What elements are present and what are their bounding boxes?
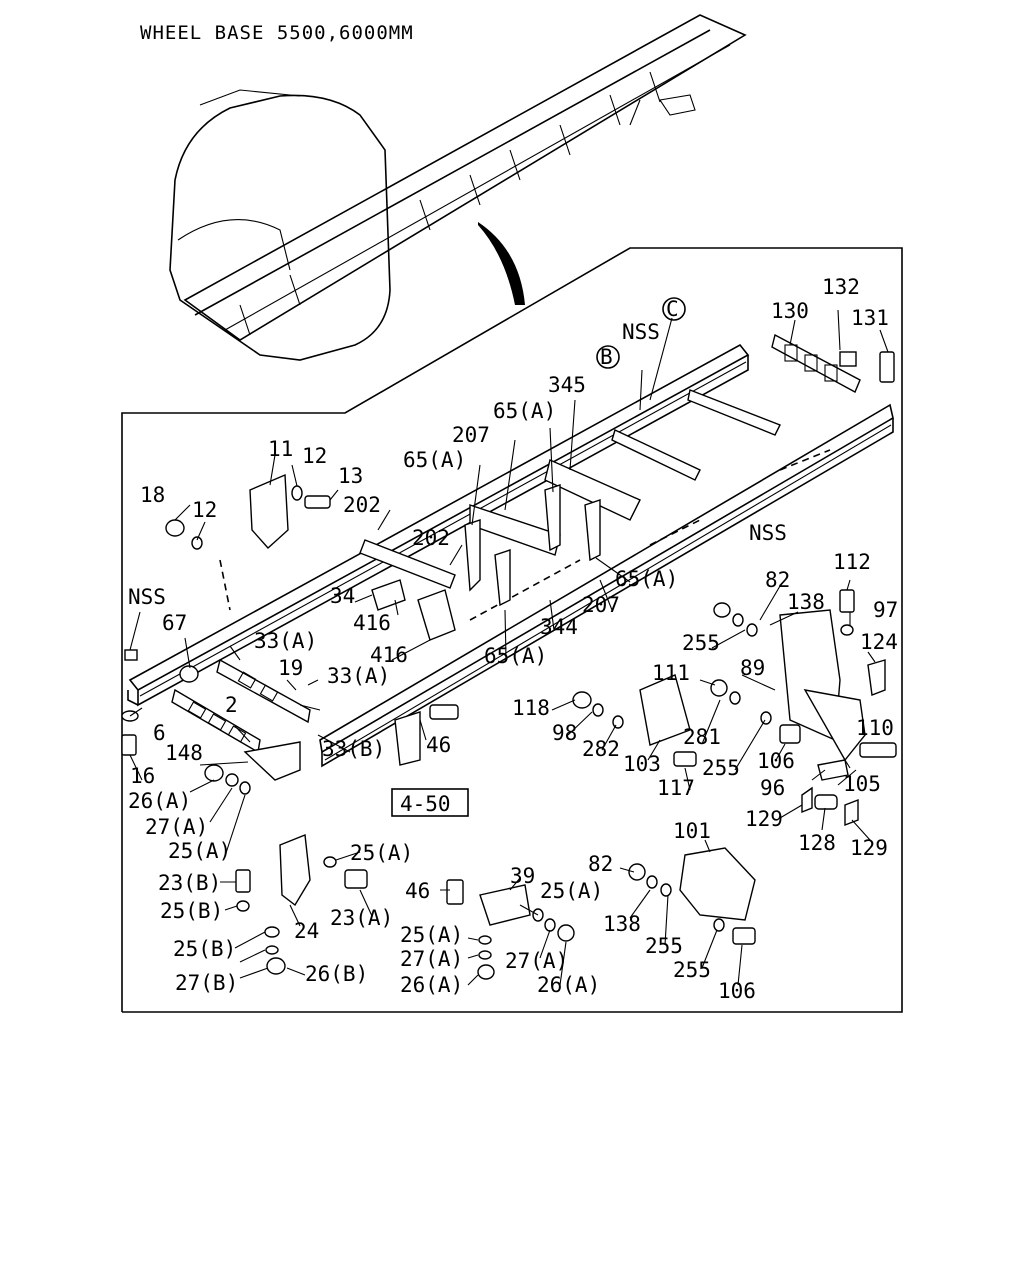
part-label: 12 xyxy=(192,498,217,522)
part-label: 26(A) xyxy=(400,973,463,997)
part-label: 23(B) xyxy=(158,871,221,895)
part-label: 26(B) xyxy=(305,962,368,986)
part-label: 65(A) xyxy=(403,448,466,472)
part-label: 129 xyxy=(850,836,888,860)
part-label: 207 xyxy=(582,593,620,617)
part-label: 24 xyxy=(294,919,319,943)
part-label: 25(B) xyxy=(173,937,236,961)
part-label: 207 xyxy=(452,423,490,447)
part-label: 23(A) xyxy=(330,906,393,930)
part-label: 130 xyxy=(771,299,809,323)
reference-box xyxy=(391,788,469,817)
part-label: 26(A) xyxy=(128,789,191,813)
part-label: NSS xyxy=(749,521,787,545)
part-label: 110 xyxy=(856,716,894,740)
part-label: 106 xyxy=(718,979,756,1003)
part-label: 103 xyxy=(623,752,661,776)
part-label: 202 xyxy=(343,493,381,517)
part-label: 27(B) xyxy=(175,971,238,995)
part-label: 39 xyxy=(510,864,535,888)
bracket-parts xyxy=(121,351,897,980)
part-label: 416 xyxy=(370,643,408,667)
part-label: 345 xyxy=(548,373,586,397)
part-label: 255 xyxy=(645,934,683,958)
part-label: 118 xyxy=(512,696,550,720)
part-label: 11 xyxy=(268,437,293,461)
part-label: 112 xyxy=(833,550,871,574)
part-label: 82 xyxy=(588,852,613,876)
part-label: 27(A) xyxy=(505,949,568,973)
part-label: 255 xyxy=(673,958,711,982)
part-label: 2 xyxy=(225,693,238,717)
part-label: 255 xyxy=(682,631,720,655)
part-label: 46 xyxy=(426,733,451,757)
page-title: WHEEL BASE 5500,6000MM xyxy=(140,22,414,44)
part-label: 67 xyxy=(162,611,187,635)
leader-lines xyxy=(129,309,889,986)
part-label: 138 xyxy=(787,590,825,614)
frame-rails xyxy=(127,343,894,768)
part-label: 33(A) xyxy=(327,664,390,688)
part-label: 416 xyxy=(353,611,391,635)
part-label: 16 xyxy=(130,764,155,788)
part-label: 98 xyxy=(552,721,577,745)
part-labels: NSS NSS NSS 130 132 131 345 65(A) 207 65… xyxy=(128,275,898,1003)
part-label: 25(A) xyxy=(400,923,463,947)
circled-labels: B C xyxy=(596,297,686,369)
part-label: 138 xyxy=(603,912,641,936)
part-label: 25(B) xyxy=(160,899,223,923)
part-label: 282 xyxy=(582,737,620,761)
part-label: 25(A) xyxy=(540,879,603,903)
part-label: 96 xyxy=(760,776,785,800)
circled-label-c: C xyxy=(666,297,679,321)
part-label: 131 xyxy=(851,306,889,330)
part-label: 27(A) xyxy=(400,947,463,971)
part-label: 33(B) xyxy=(322,737,385,761)
part-label: 106 xyxy=(757,749,795,773)
part-label: 25(A) xyxy=(350,841,413,865)
part-label: 19 xyxy=(278,656,303,680)
part-label: 105 xyxy=(843,772,881,796)
part-label: 34 xyxy=(330,584,355,608)
part-label: 27(A) xyxy=(145,815,208,839)
reference-box-label: 4-50 xyxy=(400,792,451,816)
part-label: 202 xyxy=(412,526,450,550)
part-label: 101 xyxy=(673,819,711,843)
part-label: 33(A) xyxy=(254,629,317,653)
part-label: 117 xyxy=(657,776,695,800)
truck-overview xyxy=(169,14,747,361)
part-label: NSS xyxy=(128,585,166,609)
circled-label-b: B xyxy=(600,345,613,369)
part-label: 82 xyxy=(765,568,790,592)
part-label: 65(A) xyxy=(493,399,556,423)
part-label: 124 xyxy=(860,630,898,654)
part-label: 148 xyxy=(165,741,203,765)
part-label: 128 xyxy=(798,831,836,855)
part-label: 97 xyxy=(873,598,898,622)
part-label: 13 xyxy=(338,464,363,488)
part-label: 65(A) xyxy=(615,567,678,591)
part-label: 281 xyxy=(683,725,721,749)
part-label: 132 xyxy=(822,275,860,299)
part-label: 25(A) xyxy=(168,839,231,863)
part-label: 6 xyxy=(153,721,166,745)
part-label: 18 xyxy=(140,483,165,507)
part-label: 111 xyxy=(652,661,690,685)
part-label: NSS xyxy=(622,320,660,344)
part-label: 46 xyxy=(405,879,430,903)
part-label: 255 xyxy=(702,756,740,780)
part-label: 65(A) xyxy=(484,644,547,668)
part-label: 344 xyxy=(540,615,578,639)
part-label: 12 xyxy=(302,444,327,468)
detail-frame xyxy=(121,247,903,1013)
part-label: 89 xyxy=(740,656,765,680)
part-label: 26(A) xyxy=(537,973,600,997)
part-label: 129 xyxy=(745,807,783,831)
